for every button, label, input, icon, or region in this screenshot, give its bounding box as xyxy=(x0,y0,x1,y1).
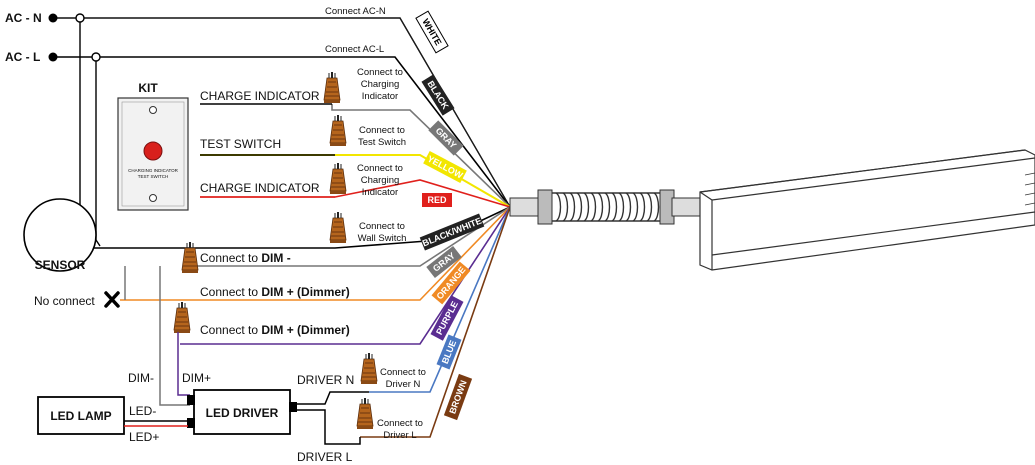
nut-label-1: Connect to Charging Indicator xyxy=(357,67,403,102)
ac-n-junction xyxy=(75,13,85,23)
svg-text:Charging: Charging xyxy=(361,79,400,90)
conduit-coil xyxy=(597,192,604,222)
led-minus-label: LED- xyxy=(129,404,156,418)
charge-indicator-label-2: CHARGE INDICATOR xyxy=(200,181,320,195)
wire-nut-icon xyxy=(181,241,199,274)
conduit-coil xyxy=(569,192,576,222)
ac-l-bus-label: Connect AC-L xyxy=(325,44,384,55)
led-wires xyxy=(124,420,188,427)
conduit-coil xyxy=(618,192,625,222)
dim-minus-driver: DIM- xyxy=(128,371,154,385)
test-switch-button[interactable] xyxy=(143,141,163,161)
wire-nut-icon xyxy=(356,397,374,430)
led-driver-label: LED DRIVER xyxy=(206,406,279,420)
svg-text:Connect to: Connect to xyxy=(380,367,426,378)
svg-text:Driver L: Driver L xyxy=(383,430,416,441)
svg-text:Indicator: Indicator xyxy=(362,187,398,198)
svg-text:Driver N: Driver N xyxy=(386,379,421,390)
tag-brown: BROWN xyxy=(447,379,468,415)
emergency-driver-unit xyxy=(699,149,1035,271)
dim-plus-driver: DIM+ xyxy=(182,371,211,385)
wire-nut-icon xyxy=(329,162,347,195)
kit-plate-text-2: TEST SWITCH xyxy=(138,174,168,179)
conduit-coil xyxy=(653,192,660,222)
ac-l-junction xyxy=(91,52,101,62)
ac-n-label: AC - N xyxy=(5,11,42,25)
svg-text:Connect to: Connect to xyxy=(357,163,403,174)
conduit-coil xyxy=(625,192,632,222)
test-switch-label: TEST SWITCH xyxy=(200,137,281,151)
wire-nut-icon xyxy=(323,71,341,104)
conduit-coil xyxy=(604,192,611,222)
tag-red: RED xyxy=(427,195,447,205)
conduit-coil xyxy=(576,192,583,222)
kit-title: KIT xyxy=(138,81,158,95)
dim-plus-label: Connect to DIM + (Dimmer) xyxy=(200,285,350,299)
ac-n-bus-label: Connect AC-N xyxy=(325,6,386,17)
flex-conduit xyxy=(509,189,703,225)
dim-minus-label: Connect to DIM - xyxy=(200,251,291,265)
svg-text:Connect to: Connect to xyxy=(377,418,423,429)
ac-l-terminal[interactable] xyxy=(48,52,58,62)
harness-wires xyxy=(53,17,511,438)
svg-text:Connect to: Connect to xyxy=(359,221,405,232)
conduit-coil xyxy=(583,192,590,222)
nut-label-5: Connect to Driver N xyxy=(380,367,426,390)
wire-nut-icon xyxy=(329,114,347,147)
svg-text:Wall Switch: Wall Switch xyxy=(358,233,407,244)
feed-lines xyxy=(79,18,335,247)
dim-wires xyxy=(124,266,190,406)
nut-label-2: Connect to Test Switch xyxy=(358,125,406,148)
sensor-label: SENSOR xyxy=(35,258,86,272)
nut-label-6: Connect to Driver L xyxy=(377,418,423,441)
wire-nut-icon xyxy=(360,352,378,385)
led-lamp-label: LED LAMP xyxy=(50,409,111,423)
charge-indicator-label-1: CHARGE INDICATOR xyxy=(200,89,320,103)
svg-text:Test Switch: Test Switch xyxy=(358,137,406,148)
led-plus-label: LED+ xyxy=(129,430,159,444)
svg-text:Charging: Charging xyxy=(361,175,400,186)
wire-nut-icon xyxy=(329,211,347,244)
svg-text:Indicator: Indicator xyxy=(362,91,398,102)
ac-n-terminal[interactable] xyxy=(48,13,58,23)
conduit-coil xyxy=(555,192,562,222)
led-lamp[interactable] xyxy=(37,396,125,435)
led-driver[interactable] xyxy=(193,389,291,435)
nut-label-4: Connect to Wall Switch xyxy=(358,221,407,244)
conduit-coil xyxy=(646,192,653,222)
wire-nut-icon xyxy=(173,301,191,334)
driver-l-label: DRIVER L xyxy=(297,450,353,464)
driver-output-wires xyxy=(297,391,369,445)
conduit-coil xyxy=(611,192,618,222)
conduit-coil xyxy=(590,192,597,222)
wire-tags: WHITE BLACK GRAY YELLOW RED BLACK/WHITE … xyxy=(415,10,485,421)
conduit-coil xyxy=(632,192,639,222)
dim-plus-label-2: Connect to DIM + (Dimmer) xyxy=(200,323,350,337)
driver-n-label: DRIVER N xyxy=(297,373,354,387)
ac-l-label: AC - L xyxy=(5,50,40,64)
no-connect-x-icon xyxy=(104,291,120,308)
kit-plate-text-1: CHARGING INDICATOR xyxy=(128,168,179,173)
sensor[interactable] xyxy=(23,198,97,272)
svg-text:Connect to: Connect to xyxy=(357,67,403,78)
no-connect-label: No connect xyxy=(34,294,95,308)
nut-label-3: Connect to Charging Indicator xyxy=(357,163,403,198)
conduit-coil xyxy=(562,192,569,222)
conduit-coil xyxy=(639,192,646,222)
svg-text:Connect to: Connect to xyxy=(359,125,405,136)
